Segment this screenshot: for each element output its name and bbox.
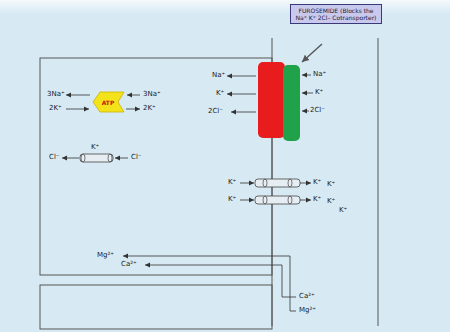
ion-label: K⁺ [326,197,336,206]
ion-label: Mg²⁺ [298,306,317,315]
pump-label: ATP [102,99,115,106]
ion-label: K⁺ [338,206,348,215]
ion-label: Mg²⁺ [96,251,115,260]
ion-label: K⁺ [312,178,322,187]
ion-label: 2Cl⁻ [309,106,326,115]
ion-label: Na⁺ [211,71,226,80]
ion-label: Ca²⁺ [120,260,138,269]
atpase-pump: ATP [91,91,125,113]
ion-label: K⁺ [312,195,322,204]
ion-label: Cl⁻ [48,153,61,162]
ion-label: 2K⁺ [142,104,157,113]
ion-label: K⁺ [326,180,336,189]
ion-label: Ca²⁺ [298,292,316,301]
ion-label: Cl⁻ [130,153,143,162]
ion-label: K⁺ [227,195,237,204]
ion-label: K⁺ [90,143,100,152]
ion-label: 2Cl⁻ [207,107,224,116]
ion-label: Na⁺ [312,70,327,79]
ion-label: 3Na⁺ [142,90,162,99]
callout-box: FUROSEMIDE (Blocks the Na⁺ K⁺ 2Cl– Cotra… [290,4,382,24]
ion-label: 3Na⁺ [46,90,66,99]
ion-label: 2K⁺ [48,104,63,113]
ion-label: K⁺ [314,88,324,97]
callout-text: FUROSEMIDE (Blocks the Na⁺ K⁺ 2Cl– Cotra… [294,7,378,21]
ion-label: K⁺ [215,89,225,98]
ion-label: K⁺ [227,178,237,187]
